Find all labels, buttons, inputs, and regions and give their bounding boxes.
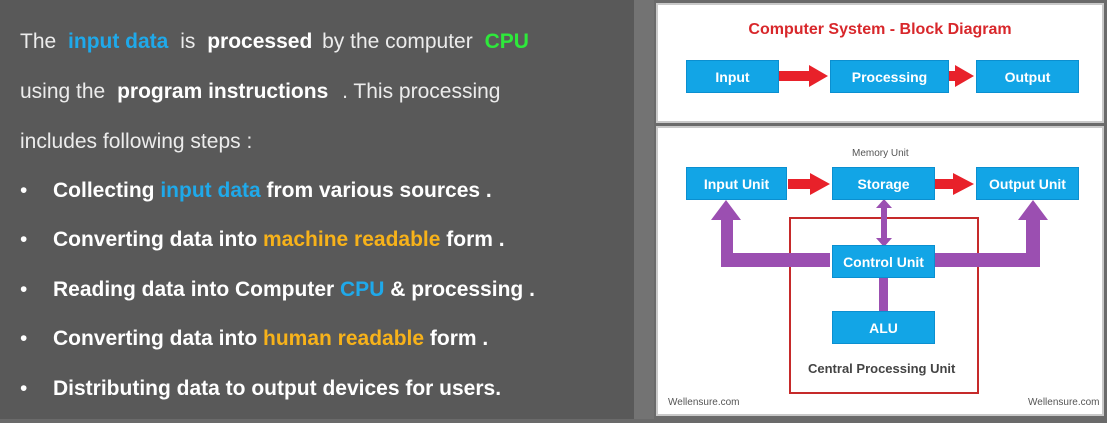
arrow-input-to-storage [788,173,830,195]
text-this-processing: . This processing [342,80,501,103]
intro-line-2: using the program instructions . This pr… [20,80,500,104]
cpu-label: Central Processing Unit [808,361,956,376]
bullet-text-end: & processing . [384,277,535,301]
alu-box: ALU [832,311,935,344]
memory-unit-label: Memory Unit [852,148,909,159]
arrow-storage-control [876,199,892,247]
bullet-dot: • [20,327,28,351]
output-unit-box: Output Unit [976,167,1079,200]
bullet-text-end: form . [440,228,505,252]
arrow-storage-to-output [935,173,974,195]
diagram2-connectors [711,173,1048,394]
block-diagram-detailed: Memory Unit Input Unit Storage Output Un… [656,126,1104,416]
bullet-dot: • [20,376,28,400]
storage-box: Storage [832,167,935,200]
bullet-highlight: machine readable [263,228,441,252]
bullet-text-end: from various sources . [260,179,492,202]
text-input-data: input data [68,30,169,53]
bullet-text: Distributing data to output devices for … [53,376,502,400]
arrow-control-to-output [934,200,1048,267]
watermark-left: Wellensure.com [668,397,740,408]
list-item: • Reading data into Computer CPU & proces… [20,275,535,324]
arrow-control-to-input [711,200,830,267]
text-processed: processed [207,30,313,53]
processing-box: Processing [830,60,949,93]
connector-control-alu [879,273,888,311]
text-includes-steps: includes following steps : [20,130,253,153]
bullet-highlight: human readable [263,327,425,351]
text-cpu: CPU [484,30,529,53]
text-by-computer: by the computer [322,30,473,53]
bullet-text-end: form . [424,327,489,351]
diagram1-arrows [779,65,974,87]
intro-line-3: includes following steps : [20,130,252,154]
input-unit-box: Input Unit [686,167,787,200]
bullet-highlight: input data [160,179,261,202]
text-panel: The input data is processed by the compu… [0,0,634,419]
intro-line-1: The input data is processed by the compu… [20,30,529,54]
block-diagram-simple: Computer System - Block Diagram Input Pr… [656,3,1104,123]
text-using-the: using the [20,80,106,103]
diagram-title: Computer System - Block Diagram [748,21,1012,38]
bullet-dot: • [20,228,28,252]
bullet-highlight: CPU [340,277,385,301]
panel-divider [634,0,654,419]
bullet-dot: • [20,179,28,202]
list-item: • Converting data into human readable for… [20,324,535,373]
arrow-processing-to-output [949,65,974,87]
bullet-dot: • [20,277,28,301]
bullet-text: Collecting [53,179,161,202]
arrow-input-to-processing [779,65,828,87]
text-the: The [20,30,57,53]
text-program-instructions: program instructions [117,80,329,103]
bullet-text: Converting data into [53,327,263,351]
control-unit-box: Control Unit [832,245,935,278]
watermark-right: Wellensure.com [1028,397,1100,408]
bullet-text: Reading data into Computer [53,277,341,301]
text-is: is [180,30,196,53]
output-box: Output [976,60,1079,93]
bullet-text: Converting data into [53,228,263,252]
list-item: • Distributing data to output devices for… [20,374,535,423]
input-box: Input [686,60,779,93]
steps-list: • Collecting input data from various sour… [20,176,535,423]
list-item: • Collecting input data from various sour… [20,176,535,225]
list-item: • Converting data into machine readable f… [20,225,535,274]
